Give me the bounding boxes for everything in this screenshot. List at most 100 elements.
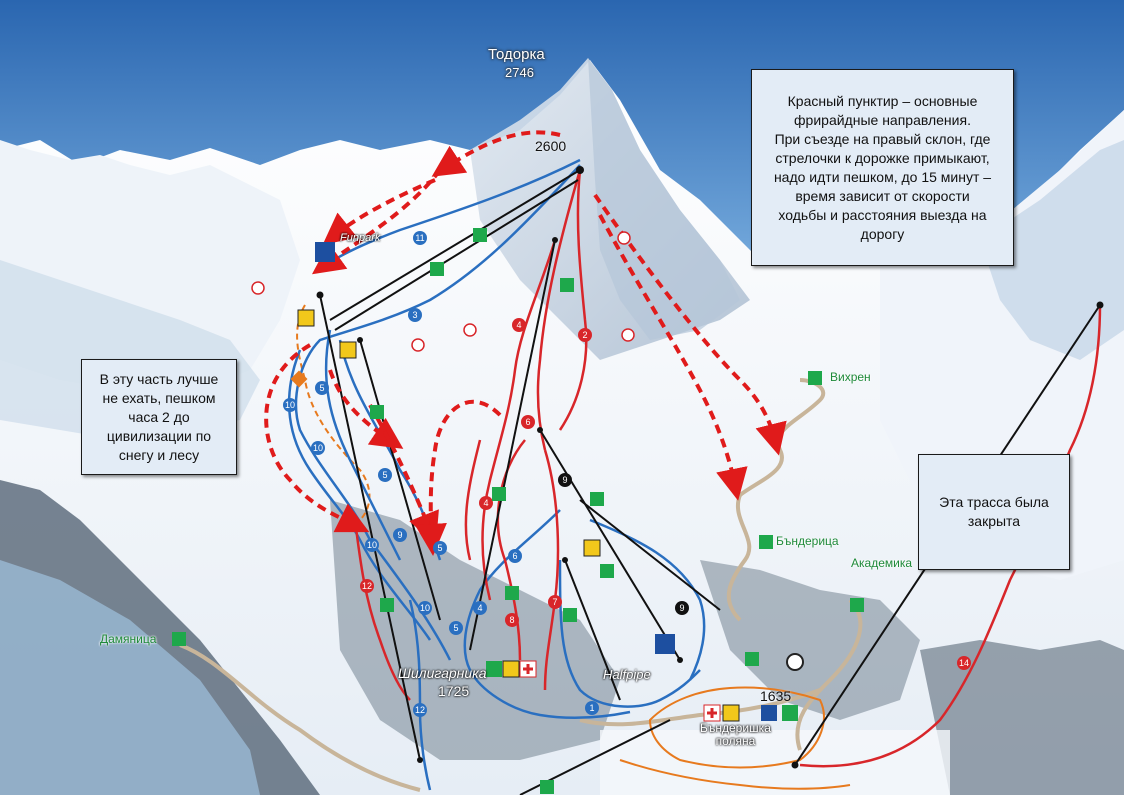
- marker-10a: 10: [283, 398, 297, 412]
- blue-run-1: [558, 559, 701, 708]
- forest-far-right: [920, 640, 1124, 795]
- restaurant-icon: [486, 661, 502, 677]
- hut-bottom-icon: [761, 705, 777, 721]
- lift-right: [579, 499, 721, 611]
- marker-1: 1: [585, 701, 599, 715]
- red-run-2: [558, 169, 588, 431]
- run-markers: 11 3 5 10 10 5 10 9 5 6 4 10 5 12 1 4 2 …: [283, 231, 971, 717]
- hut-akademika-icon: [850, 598, 864, 612]
- station-c: [537, 427, 543, 433]
- no-entry-icon: [617, 231, 631, 245]
- green-lift-icon: [563, 608, 577, 622]
- station-h: [417, 757, 423, 763]
- marker-6b-label: 6: [512, 551, 517, 561]
- marker-7: 7: [548, 595, 562, 609]
- marker-10a-label: 10: [285, 400, 295, 410]
- marker-14-label: 14: [959, 658, 969, 668]
- shiligarnika-elevation: 1725: [438, 683, 470, 699]
- road-bottom: [579, 688, 821, 727]
- marker-3: 3: [408, 308, 422, 322]
- marker-9-label: 9: [397, 530, 402, 540]
- green-lift-icon: [430, 262, 444, 276]
- freeride-arrow-1: [431, 130, 561, 177]
- funpark-icon: [315, 242, 335, 262]
- hut-vihren-icon: [808, 371, 822, 385]
- marker-10b-label: 10: [313, 443, 323, 453]
- banderishka-polyana-label: Бъндеришка поляна: [700, 721, 771, 748]
- freeride-arrow-3: [311, 168, 442, 275]
- marker-8-label: 8: [509, 615, 514, 625]
- first-aid-cross-icon: [523, 664, 533, 674]
- marker-9: 9: [393, 528, 407, 542]
- no-entry-icon: [251, 281, 265, 295]
- marker-1-label: 1: [589, 703, 594, 713]
- bottom-snow: [600, 730, 950, 795]
- station-a: [357, 337, 363, 343]
- green-lift-icon: [505, 586, 519, 600]
- yellow-ski-school-icon: [339, 341, 357, 359]
- lift-mid-right: [539, 429, 681, 661]
- note-avoid-area: В эту часть лучше не ехать, пешком часа …: [81, 359, 237, 475]
- freeride-arrow-4: [264, 343, 370, 533]
- vihren-label: Вихрен: [830, 370, 871, 384]
- station-e: [1096, 301, 1104, 309]
- marker-5b-label: 5: [382, 470, 387, 480]
- road-banderitsa: [726, 494, 752, 622]
- green-lift-icon: [745, 652, 759, 666]
- green-lift-icon: [560, 278, 574, 292]
- green-lift-icon: [590, 492, 604, 506]
- red-runs: [353, 169, 1102, 768]
- lift-top-b: [334, 179, 579, 331]
- hut-banderitsa-icon: [759, 535, 773, 549]
- peak-elevation: 2746: [505, 65, 534, 80]
- marker-5b: 5: [378, 468, 392, 482]
- lift-center: [469, 239, 556, 651]
- lift-stations: [316, 166, 1104, 769]
- right-shadow: [980, 140, 1124, 360]
- marker-10c: 10: [365, 538, 379, 552]
- freeride-arrow-9: [598, 214, 748, 501]
- marker-3-label: 3: [412, 310, 417, 320]
- marker-11-label: 11: [415, 233, 424, 243]
- hut-damyanitsa-icon: [172, 632, 186, 646]
- banderitsa-label: Бъндерица: [776, 534, 839, 548]
- marker-5c: 5: [433, 541, 447, 555]
- marker-7-label: 7: [552, 597, 557, 607]
- halfpipe-icon: [655, 634, 675, 654]
- marker-4c: 4: [479, 496, 493, 510]
- marker-4b-label: 4: [477, 603, 482, 613]
- marker-2-label: 2: [582, 330, 587, 340]
- first-aid-cross-icon: [707, 708, 717, 718]
- ice-left: [0, 560, 260, 795]
- marker-11: 11: [413, 231, 427, 245]
- yellow-ski-school-icon: [502, 660, 520, 678]
- freeride-arrow-7: [414, 399, 502, 556]
- note-closed-run: Эта трасса была закрыта: [918, 454, 1070, 570]
- lift-top-a: [329, 169, 581, 321]
- marker-14: 14: [957, 656, 971, 670]
- green-lift-icon: [540, 780, 554, 794]
- shiligarnika-label: Шилигарника: [398, 665, 487, 681]
- no-entry-icon: [411, 338, 425, 352]
- lift-lower: [564, 559, 621, 701]
- freeride-arrows: [264, 130, 787, 556]
- yellow-ski-school-icon: [722, 704, 740, 722]
- marker-2: 2: [578, 328, 592, 342]
- akademika-label: Академика: [851, 556, 913, 570]
- marker-4a-label: 4: [516, 320, 521, 330]
- marker-12b: 12: [413, 703, 427, 717]
- blue-run-5: [324, 329, 402, 561]
- marker-10d-label: 10: [420, 603, 430, 613]
- road-damyanitsa: [179, 643, 421, 792]
- marker-12b-label: 12: [415, 705, 425, 715]
- facility-icons: [172, 228, 864, 794]
- forest-right: [700, 560, 920, 720]
- green-lift-icon: [370, 405, 384, 419]
- station-f: [791, 761, 799, 769]
- no-entry-icon: [463, 323, 477, 337]
- marker-10c-label: 10: [367, 540, 377, 550]
- marker-5d-label: 5: [453, 623, 458, 633]
- yellow-ski-school-icon: [583, 539, 601, 557]
- funpark-label: Funpark: [340, 232, 381, 244]
- marker-5a: 5: [315, 381, 329, 395]
